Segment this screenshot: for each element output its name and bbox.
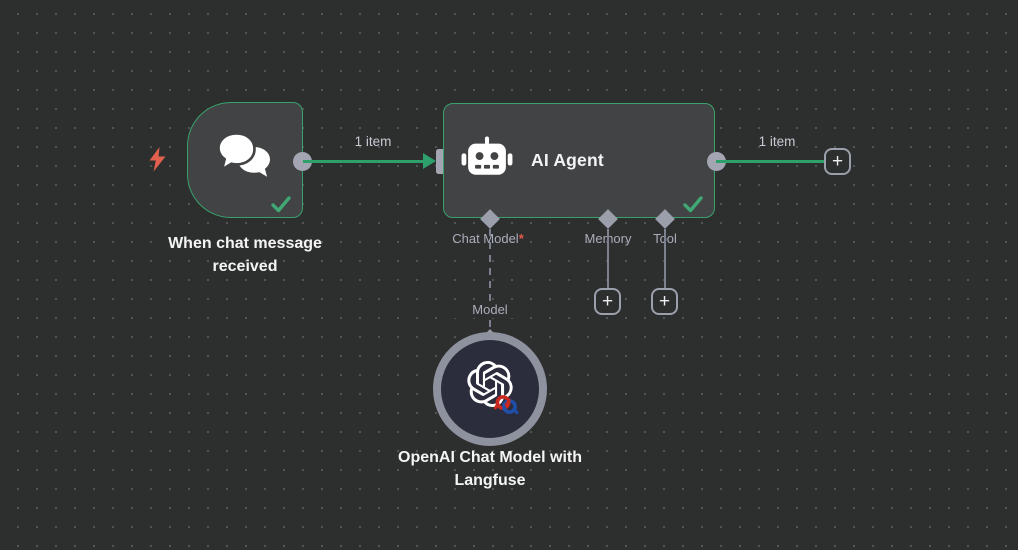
knot-badge-icon [493, 395, 519, 415]
plus-icon: + [601, 291, 614, 312]
lightning-bolt-icon [149, 147, 166, 172]
add-memory-button[interactable]: + [594, 288, 621, 315]
add-node-button[interactable]: + [824, 148, 851, 175]
trigger-node-label: When chat message received [168, 235, 322, 275]
connection-arrowhead [423, 152, 436, 169]
required-marker: * [518, 231, 524, 246]
connection-agent-output [716, 159, 826, 163]
connection-trigger-to-agent [303, 159, 425, 163]
robot-icon [461, 135, 513, 175]
add-tool-button[interactable]: + [651, 288, 678, 315]
connection-items-label: 1 item [354, 134, 392, 149]
port-label-chat-model: Chat Model* [452, 231, 524, 246]
connection-memory-stub [606, 229, 609, 288]
node-ai-agent[interactable]: AI Agent [443, 103, 715, 218]
agent-node-title: AI Agent [531, 150, 604, 170]
plus-icon: + [658, 291, 671, 312]
node-chat-trigger[interactable] [187, 102, 303, 218]
trigger-output-endpoint[interactable] [293, 151, 312, 171]
connection-items-label: 1 item [758, 134, 796, 149]
connection-model-label: Model [450, 301, 530, 318]
connection-tool-stub [663, 229, 666, 288]
chat-bubbles-icon [217, 132, 270, 177]
success-checkmark-icon [271, 196, 291, 213]
plus-icon: + [831, 151, 844, 172]
connection-model-to-agent [488, 229, 491, 333]
success-checkmark-icon [683, 196, 703, 213]
model-node-label: OpenAI Chat Model with Langfuse [398, 449, 582, 489]
node-openai-chat-model[interactable] [433, 332, 547, 446]
